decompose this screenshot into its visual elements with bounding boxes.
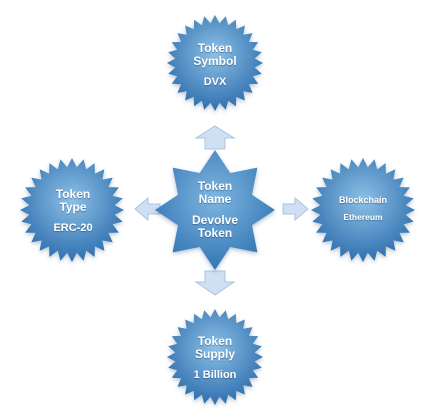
right-arrow-icon <box>282 196 309 222</box>
token-name-title-line1: Token <box>197 179 233 193</box>
token-symbol-title: Token Symbol <box>165 41 265 69</box>
token-name-title: Token Name <box>170 179 260 207</box>
token-type-title: Token Type <box>28 187 118 215</box>
token-symbol-title-line1: Token <box>197 41 233 55</box>
blockchain-value: Ethereum <box>343 212 383 222</box>
token-supply-title-line2: Supply <box>194 347 235 362</box>
left-arrow-icon <box>134 196 161 222</box>
token-supply-value: 1 Billion <box>193 369 237 381</box>
token-type-value: ERC-20 <box>53 222 93 234</box>
token-name-star <box>155 150 275 270</box>
down-arrow-icon <box>194 270 236 296</box>
token-name-value: Devolve Token <box>170 213 260 241</box>
token-name-value-line1: Devolve <box>191 213 239 227</box>
token-type-burst <box>20 158 124 262</box>
token-supply-title: Token Supply <box>170 334 260 362</box>
token-symbol-title-line2: Symbol <box>193 54 237 69</box>
token-type-title-line1: Token <box>55 187 91 201</box>
token-symbol-burst <box>167 15 263 111</box>
up-arrow-icon <box>194 125 236 150</box>
token-symbol-value: DVX <box>203 76 227 88</box>
token-supply-burst <box>167 309 263 405</box>
token-supply-title-line1: Token <box>197 334 233 348</box>
blockchain-burst <box>311 158 415 262</box>
blockchain-title: Blockchain <box>338 195 387 205</box>
token-name-title-line2: Name <box>198 192 232 207</box>
token-name-value-line2: Token <box>197 226 233 241</box>
token-type-title-line2: Type <box>59 200 87 215</box>
